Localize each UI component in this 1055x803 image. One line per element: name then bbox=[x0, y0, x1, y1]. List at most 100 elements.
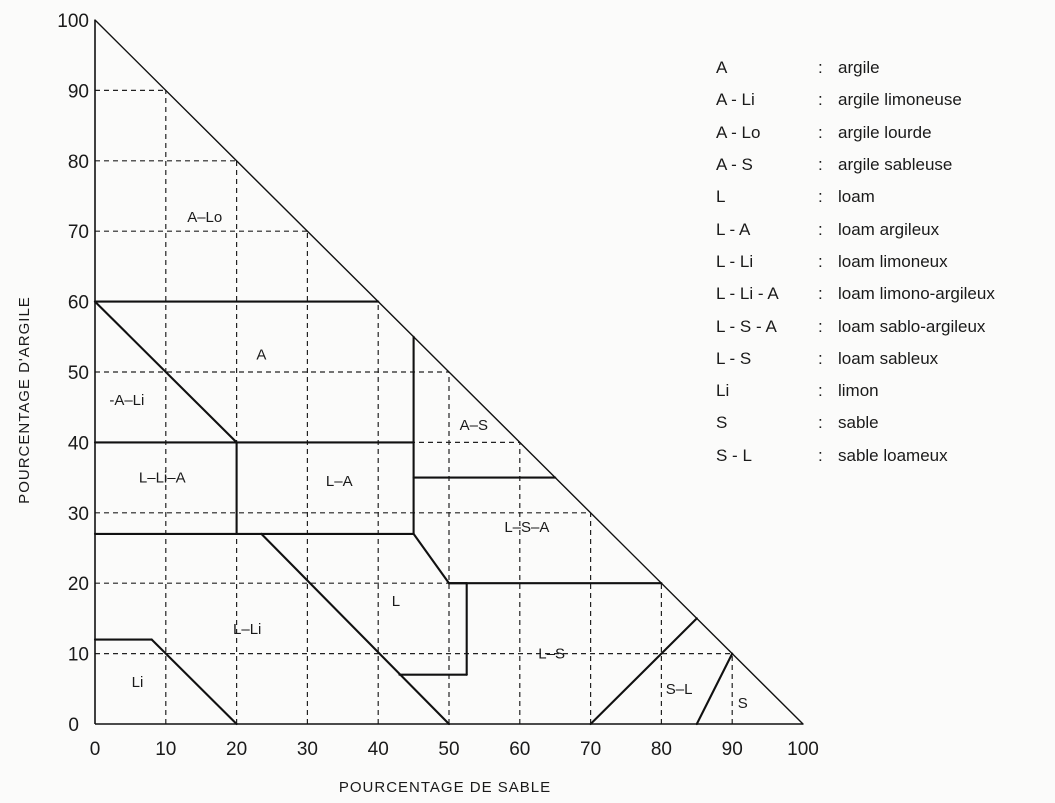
legend-code: L - Li bbox=[716, 251, 754, 271]
x-tick-label: 20 bbox=[226, 739, 247, 760]
legend-name: loam limono-argileux bbox=[838, 284, 995, 304]
legend-separator: : bbox=[818, 90, 823, 110]
legend-name: loam limoneux bbox=[838, 251, 948, 271]
boundary-line bbox=[150, 638, 238, 726]
y-axis-title: POURCENTAGE D'ARGILE bbox=[16, 296, 33, 504]
legend-separator: : bbox=[818, 219, 823, 239]
y-tick-label: 0 bbox=[68, 715, 79, 736]
x-axis-title: POURCENTAGE DE SABLE bbox=[339, 779, 551, 796]
legend-name: sable loameux bbox=[838, 445, 948, 465]
y-tick-label: 90 bbox=[68, 81, 89, 102]
legend-code: L - A bbox=[716, 219, 751, 239]
hypotenuse-line bbox=[94, 19, 804, 725]
legend-item: L - S: loam sableux bbox=[716, 343, 995, 375]
legend-separator: : bbox=[818, 284, 823, 304]
zone-label: A–Lo bbox=[187, 209, 222, 226]
legend-code: L - S bbox=[716, 348, 752, 368]
legend-name: sable bbox=[838, 413, 879, 433]
legend-code: A - Lo bbox=[716, 122, 761, 142]
legend-item: S - L: sable loameux bbox=[716, 440, 995, 472]
legend-name: argile sableuse bbox=[838, 155, 953, 175]
legend-name: argile limoneuse bbox=[838, 90, 962, 110]
y-tick-label: 10 bbox=[68, 645, 89, 666]
zone-label: L–Li–A bbox=[139, 470, 186, 487]
y-tick-label: 50 bbox=[68, 363, 89, 384]
legend-item: L - Li - A: loam limono-argileux bbox=[716, 278, 995, 310]
x-tick-label: 40 bbox=[368, 739, 389, 760]
zone-label: A bbox=[256, 346, 266, 363]
legend-name: loam bbox=[838, 187, 875, 207]
legend-code: A bbox=[716, 58, 728, 78]
dashed-gridlines bbox=[95, 89, 733, 724]
x-tick-labels: 0 10 20 30 40 50 60 70 80 90 100 bbox=[90, 739, 819, 760]
legend-name: argile bbox=[838, 58, 880, 78]
zone-label: S–L bbox=[666, 681, 693, 698]
legend-item: A - Li: argile limoneuse bbox=[716, 84, 995, 116]
y-tick-label: 20 bbox=[68, 574, 89, 595]
x-tick-label: 30 bbox=[297, 739, 318, 760]
legend-item: L - Li: loam limoneux bbox=[716, 246, 995, 278]
legend-separator: : bbox=[818, 316, 823, 336]
y-tick-label: 60 bbox=[68, 293, 89, 314]
legend-separator: : bbox=[818, 122, 823, 142]
legend-item: A - Lo: argile lourde bbox=[716, 117, 995, 149]
legend-item: L - S - A: loam sablo-argileux bbox=[716, 310, 995, 342]
boundary-line bbox=[412, 532, 451, 585]
legend-name: loam argileux bbox=[838, 219, 940, 239]
y-tick-label: 30 bbox=[68, 504, 89, 525]
zone-label: A–S bbox=[460, 417, 488, 434]
legend-item: A - S: argile sableuse bbox=[716, 149, 995, 181]
legend-code: Li bbox=[716, 381, 730, 401]
zone-label: L bbox=[392, 593, 400, 610]
zone-label: -A–Li bbox=[109, 392, 144, 409]
legend-separator: : bbox=[818, 58, 823, 78]
legend-separator: : bbox=[818, 187, 823, 207]
legend-code: L - Li - A bbox=[716, 284, 779, 304]
x-tick-label: 60 bbox=[509, 739, 530, 760]
zone-label: L–Li bbox=[233, 621, 261, 638]
legend-code: A - Li bbox=[716, 90, 755, 110]
legend-separator: : bbox=[818, 155, 823, 175]
legend-name: limon bbox=[838, 381, 879, 401]
legend-item: S:sable bbox=[716, 407, 995, 439]
legend-code: S bbox=[716, 413, 728, 433]
zone-label: Li bbox=[132, 674, 144, 691]
y-tick-label: 80 bbox=[68, 152, 89, 173]
zone-label: S bbox=[738, 695, 748, 712]
legend-item: A: argile bbox=[716, 52, 995, 84]
x-tick-label: 90 bbox=[722, 739, 743, 760]
x-tick-label: 100 bbox=[787, 739, 819, 760]
legend-code: L bbox=[716, 187, 726, 207]
legend-item: Li: limon bbox=[716, 375, 995, 407]
legend-separator: : bbox=[818, 445, 823, 465]
zone-label: L–A bbox=[326, 473, 353, 490]
legend-separator: : bbox=[818, 381, 823, 401]
legend-code: A - S bbox=[716, 155, 753, 175]
legend-code: S - L bbox=[716, 445, 752, 465]
y-tick-label: 100 bbox=[57, 11, 89, 32]
boundary-line bbox=[589, 617, 698, 726]
zone-label: L–S–A bbox=[504, 519, 549, 536]
legend-code: L - S - A bbox=[716, 316, 777, 336]
boundary-line bbox=[695, 652, 734, 726]
boundary-line bbox=[93, 300, 238, 444]
x-tick-label: 0 bbox=[90, 739, 101, 760]
legend-separator: : bbox=[818, 251, 823, 271]
x-tick-label: 10 bbox=[155, 739, 176, 760]
legend-item: L - A: loam argileux bbox=[716, 213, 995, 245]
x-tick-label: 70 bbox=[580, 739, 601, 760]
legend-separator: : bbox=[818, 348, 823, 368]
y-tick-label: 40 bbox=[68, 433, 89, 454]
zone-boundaries bbox=[93, 19, 804, 726]
legend: A: argile A - Li: argile limoneuse A - Lo: ar… bbox=[716, 52, 995, 472]
legend-name: loam sablo-argileux bbox=[838, 316, 986, 336]
legend-name: loam sableux bbox=[838, 348, 939, 368]
legend-item: L: loam bbox=[716, 181, 995, 213]
legend-name: argile lourde bbox=[838, 122, 932, 142]
x-tick-label: 50 bbox=[438, 739, 459, 760]
x-tick-label: 80 bbox=[651, 739, 672, 760]
zone-label: L–S bbox=[538, 646, 565, 663]
